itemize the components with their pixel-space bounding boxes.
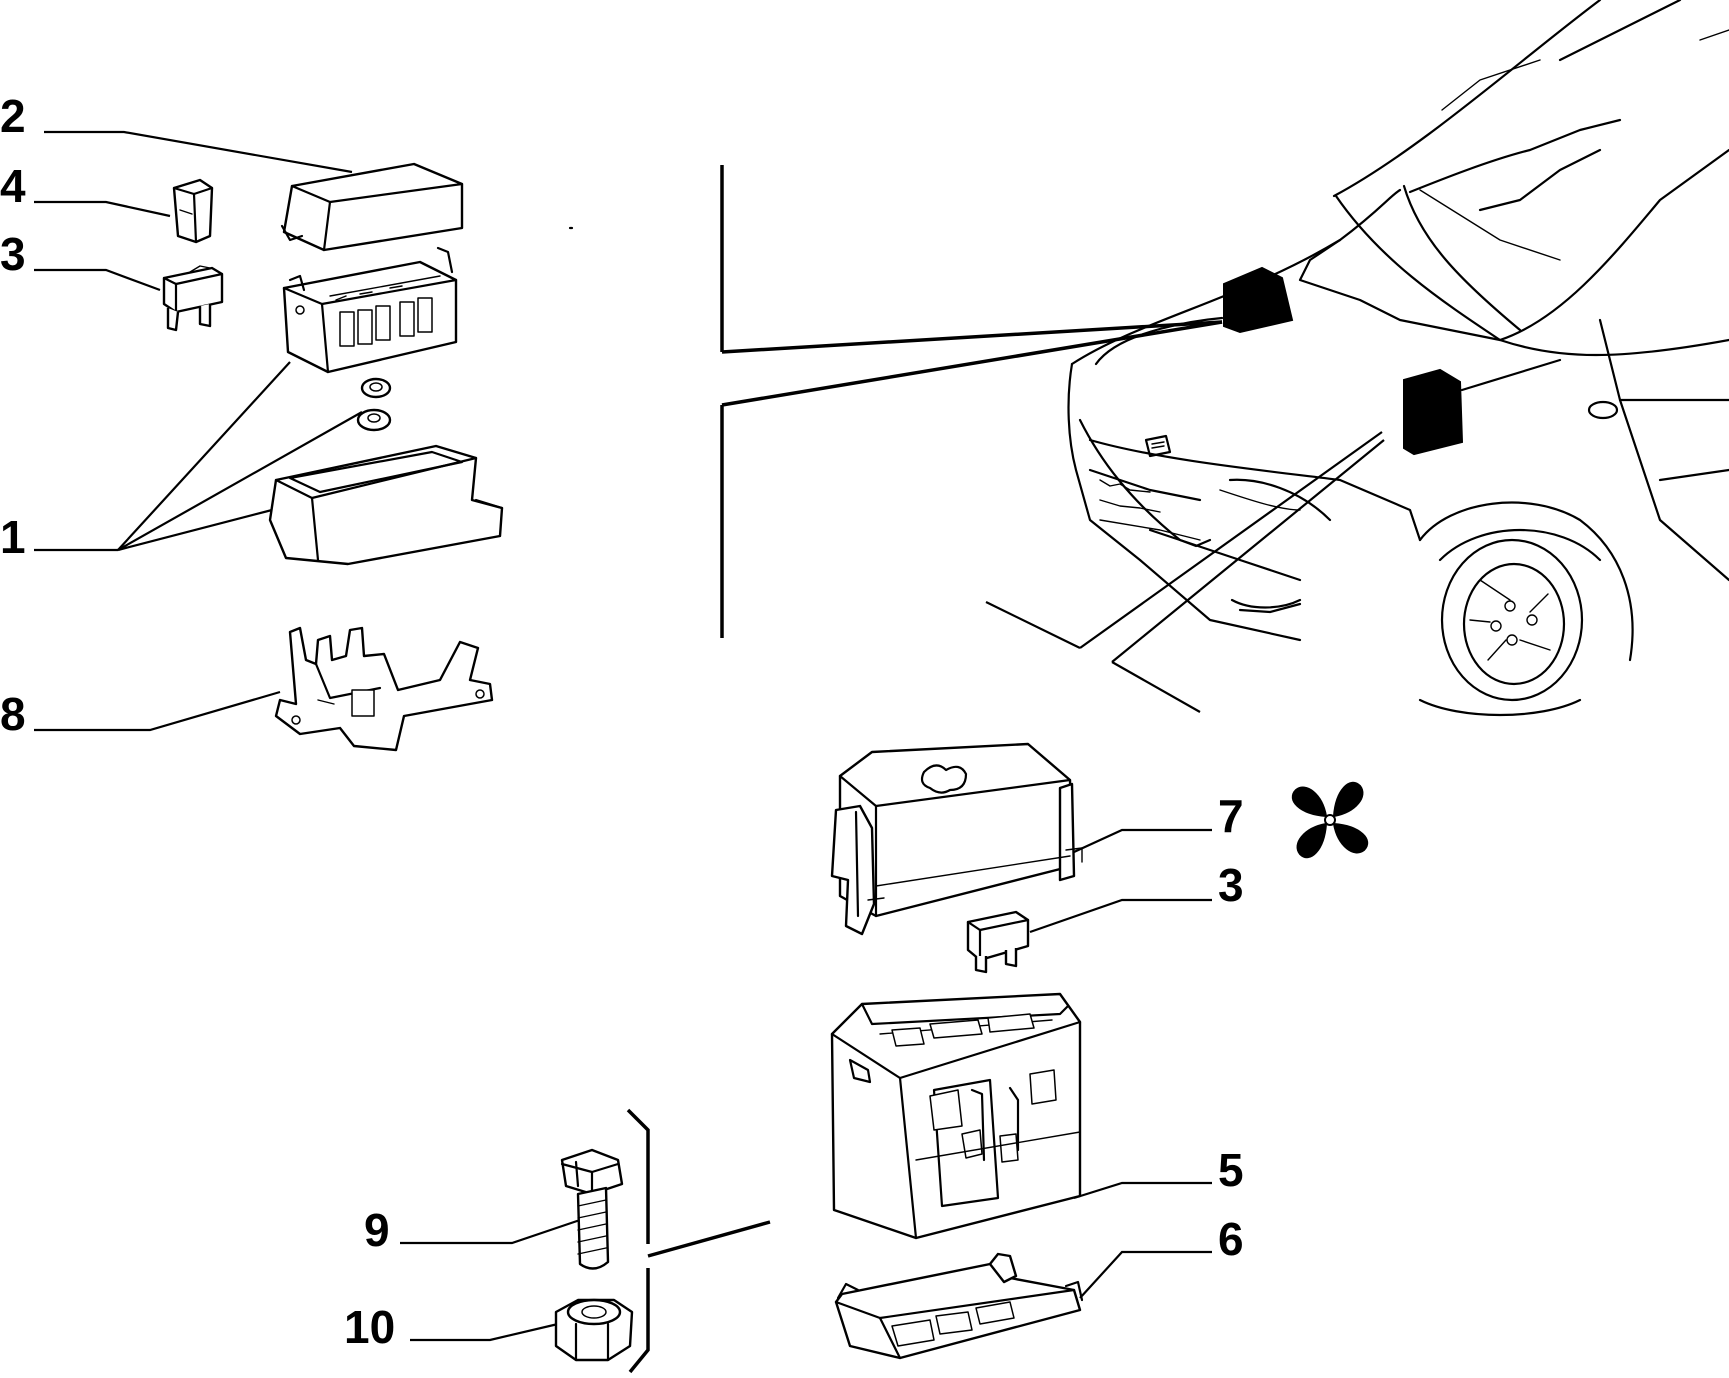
relay-box-bottom-plate <box>834 1252 1084 1360</box>
callout-6: 6 <box>1218 1213 1244 1265</box>
relay-box-location <box>1403 368 1464 456</box>
callout-2: 2 <box>0 90 26 142</box>
blade-fuse-left <box>162 265 224 332</box>
leader-7 <box>1073 828 1212 853</box>
blade-fuse-right <box>966 910 1030 974</box>
fuse-box-base <box>282 246 458 374</box>
callout-4: 4 <box>0 160 26 212</box>
callout-10: 10 <box>344 1301 395 1353</box>
callout-3-right: 3 <box>1218 859 1244 911</box>
relay-box-cover <box>830 742 1083 936</box>
mounting-bracket <box>274 626 494 752</box>
callout-1: 1 <box>0 511 26 563</box>
fan-icon <box>1291 781 1369 859</box>
leader-1c <box>117 508 273 552</box>
nut <box>554 1298 634 1362</box>
fuse-box-tray <box>268 444 504 566</box>
car-illustration <box>985 0 1729 717</box>
callout-9: 9 <box>364 1204 390 1256</box>
leader-8 <box>34 690 281 732</box>
leader-2 <box>44 130 353 174</box>
callout-3-left: 3 <box>0 228 26 280</box>
leader-10 <box>410 1322 559 1342</box>
fuse-box-location <box>1223 266 1294 334</box>
leader-3-right <box>1029 898 1212 934</box>
bolt <box>560 1148 624 1270</box>
washers <box>356 377 392 432</box>
leader-9 <box>400 1218 581 1245</box>
fuse-puller <box>172 178 214 244</box>
leader-1a <box>117 361 291 551</box>
callout-8: 8 <box>0 688 26 740</box>
leader-3-left <box>34 268 161 292</box>
leader-5 <box>1073 1181 1212 1200</box>
leader-lines <box>34 130 1212 1342</box>
leader-1b <box>117 411 363 551</box>
fastener-bracket <box>626 1108 771 1374</box>
leader-6 <box>1079 1250 1212 1299</box>
relay-box <box>830 992 1082 1240</box>
leader-4 <box>34 200 171 218</box>
fuse-box-cover <box>280 162 574 252</box>
callout-7: 7 <box>1218 790 1244 842</box>
callout-5: 5 <box>1218 1144 1244 1196</box>
